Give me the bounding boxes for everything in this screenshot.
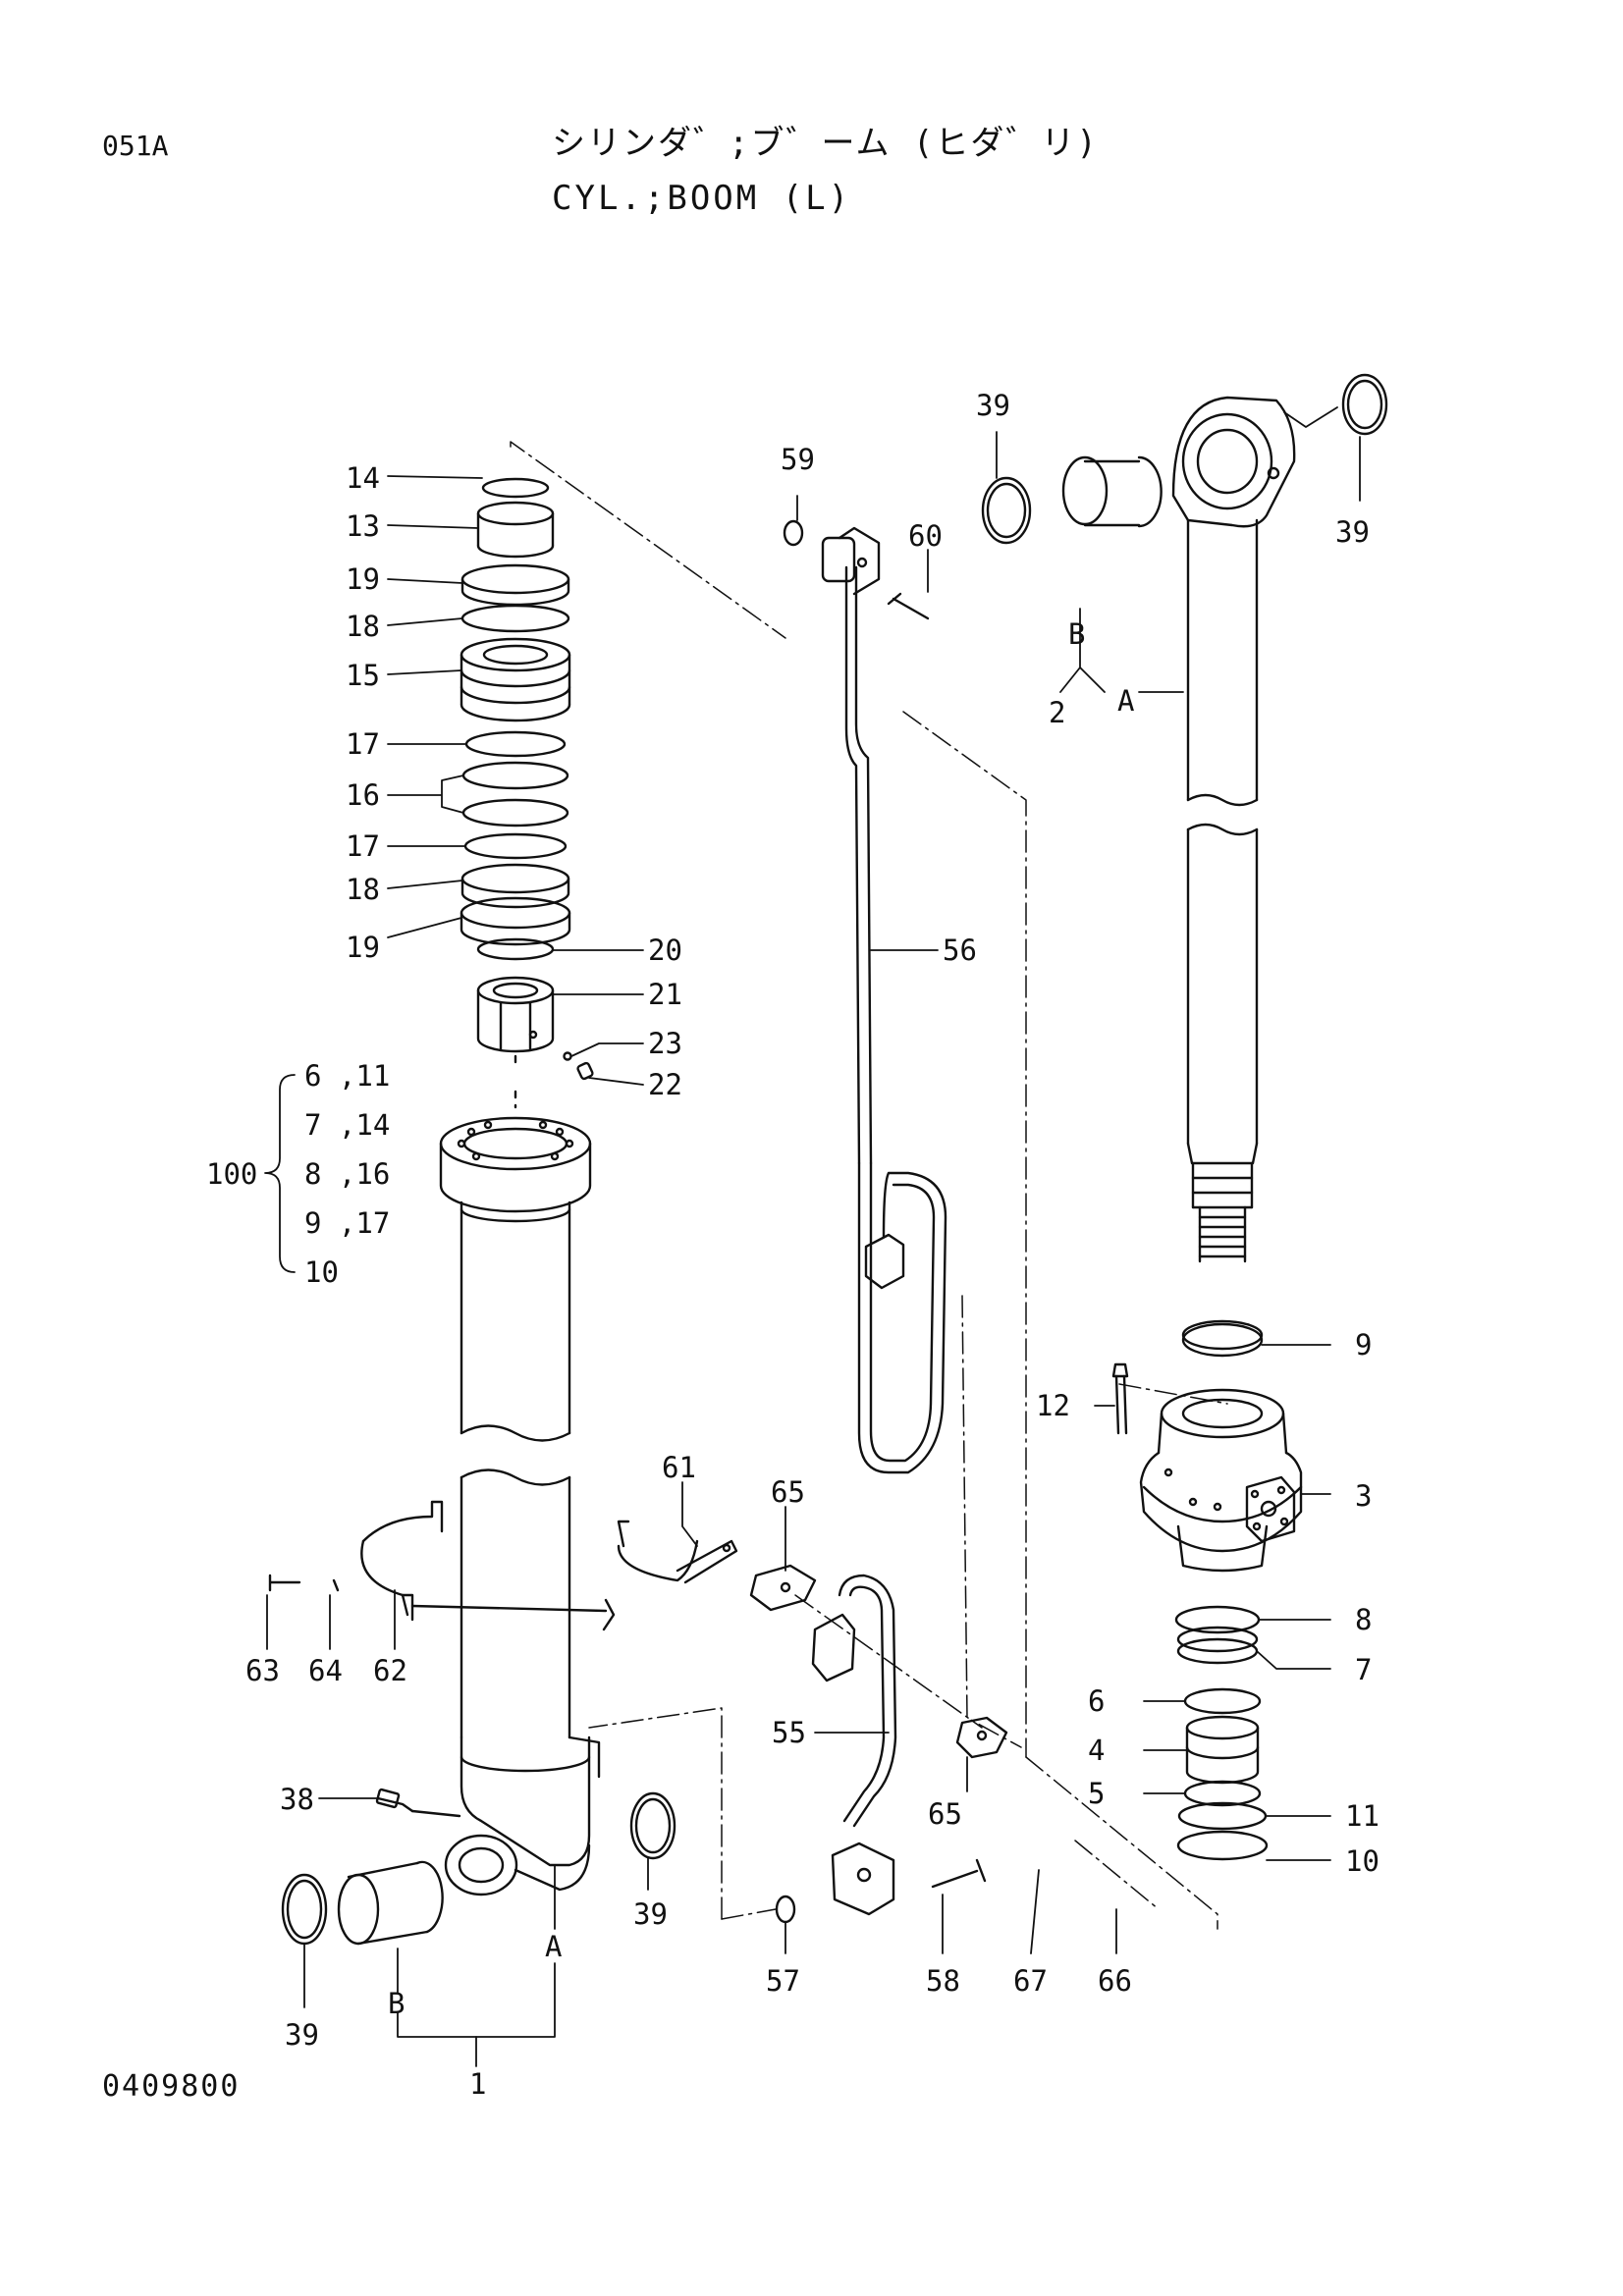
callout-22: 22 xyxy=(648,1068,682,1101)
callout-A: A xyxy=(545,1930,562,1963)
callout-67: 67 xyxy=(1013,1964,1048,1998)
callout-19: 19 xyxy=(346,562,380,596)
callout-19: 19 xyxy=(346,931,380,964)
alignment-lines xyxy=(510,441,1228,1930)
leader-lines xyxy=(264,406,1361,2067)
callout-4: 4 xyxy=(1088,1734,1105,1767)
kit-100-label: 100 xyxy=(206,1157,257,1191)
callout-10: 10 xyxy=(1345,1844,1380,1878)
callout-12: 12 xyxy=(1036,1389,1070,1422)
callout-66: 66 xyxy=(1098,1964,1132,1998)
kit-item: 7 ,14 xyxy=(304,1108,390,1142)
callout-38: 38 xyxy=(280,1783,314,1816)
callout-17: 17 xyxy=(346,727,380,761)
callout-20: 20 xyxy=(648,934,682,967)
kit-item: 9 ,17 xyxy=(304,1206,390,1240)
callout-18: 18 xyxy=(346,610,380,643)
callout-23: 23 xyxy=(648,1027,682,1060)
title-english: CYL.;BOOM (L) xyxy=(552,179,852,218)
callout-21: 21 xyxy=(648,978,682,1011)
callout-8: 8 xyxy=(1355,1603,1372,1636)
piston-seal-stack xyxy=(460,477,594,1109)
callout-61: 61 xyxy=(662,1451,696,1484)
callout-55: 55 xyxy=(772,1716,806,1749)
callout-5: 5 xyxy=(1088,1777,1105,1810)
callout-A: A xyxy=(1117,684,1134,718)
head-seal-stack xyxy=(1174,1605,1269,1861)
callout-57: 57 xyxy=(766,1964,800,1998)
callout-63: 63 xyxy=(245,1654,280,1687)
kit-item: 10 xyxy=(304,1255,339,1289)
callout-labels: 14 13 19 18 15 17 16 17 18 19 20 21 23 2… xyxy=(206,389,1380,2101)
callout-39: 39 xyxy=(1335,515,1370,549)
callout-1: 1 xyxy=(469,2067,486,2101)
callout-7: 7 xyxy=(1355,1653,1372,1686)
callout-18: 18 xyxy=(346,873,380,906)
pipe-56 xyxy=(783,519,947,1474)
callout-9: 9 xyxy=(1355,1328,1372,1362)
callout-60: 60 xyxy=(908,519,943,553)
callout-16: 16 xyxy=(346,778,380,812)
callout-62: 62 xyxy=(373,1654,407,1687)
lower-bushing-assembly xyxy=(281,1791,676,1946)
callout-65: 65 xyxy=(928,1797,962,1831)
callout-65: 65 xyxy=(771,1475,805,1509)
callout-56: 56 xyxy=(943,934,977,967)
callout-6: 6 xyxy=(1088,1684,1105,1718)
callout-13: 13 xyxy=(346,509,380,543)
page-code: 051A xyxy=(102,130,169,162)
kit-item: 8 ,16 xyxy=(304,1157,390,1191)
callout-39: 39 xyxy=(285,2018,319,2052)
pipe-55 xyxy=(775,1574,987,1924)
callout-3: 3 xyxy=(1355,1479,1372,1513)
callout-59: 59 xyxy=(781,443,815,476)
cylinder-tube xyxy=(439,1116,601,1896)
title-japanese: シリンダ゛;ブ゛ーム (ヒダ゛リ) xyxy=(552,124,1099,163)
callout-58: 58 xyxy=(926,1964,960,1998)
callout-39: 39 xyxy=(976,389,1010,422)
callout-B: B xyxy=(388,1987,405,2020)
piston-rod xyxy=(981,373,1388,1358)
kit-item: 6 ,11 xyxy=(304,1059,390,1093)
callout-14: 14 xyxy=(346,461,380,495)
callout-39: 39 xyxy=(633,1897,668,1931)
hose-clamp-parts xyxy=(268,1500,1008,1818)
callout-64: 64 xyxy=(308,1654,343,1687)
callout-17: 17 xyxy=(346,829,380,863)
callout-15: 15 xyxy=(346,659,380,692)
callout-B: B xyxy=(1068,617,1085,651)
document-number: 0409800 xyxy=(102,2069,241,2104)
callout-11: 11 xyxy=(1345,1799,1380,1833)
callout-2: 2 xyxy=(1049,696,1065,729)
cylinder-head xyxy=(1111,1362,1303,1573)
